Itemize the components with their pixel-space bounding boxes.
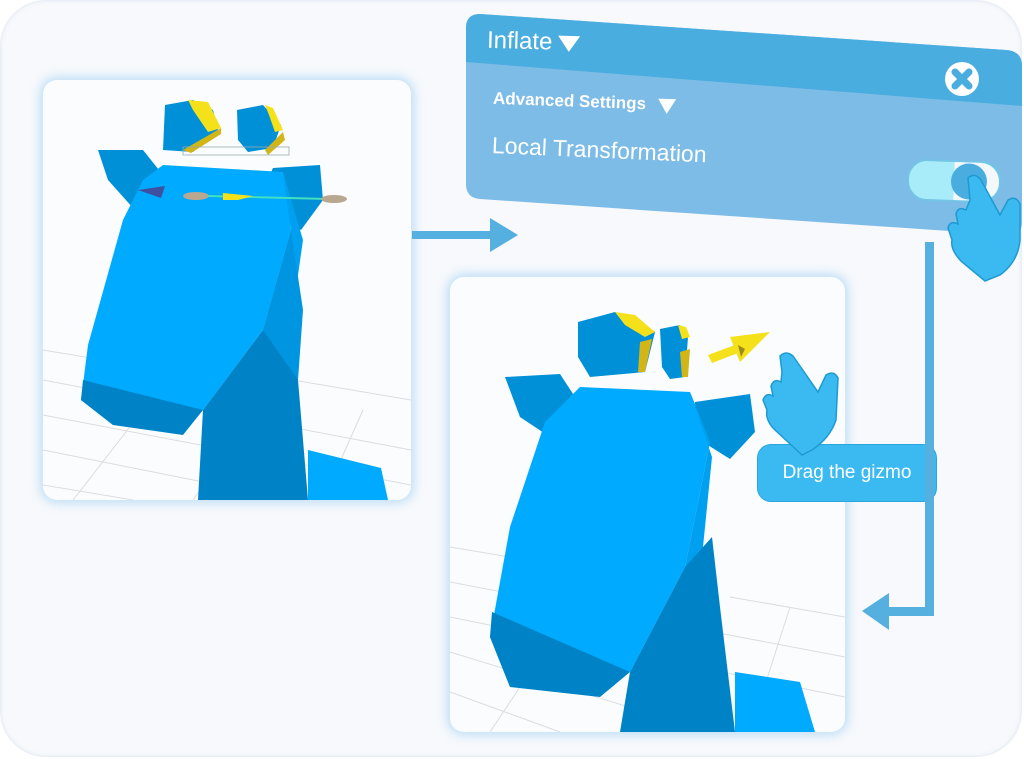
drag-gizmo-tooltip: Drag the gizmo (757, 444, 937, 502)
dropdown-triangle-icon (657, 98, 677, 115)
giraffe-model-before (43, 100, 411, 500)
close-button[interactable] (945, 62, 979, 96)
viewport-after[interactable] (450, 277, 845, 732)
giraffe-model-after (450, 312, 845, 732)
local-transformation-switch[interactable] (906, 158, 1002, 204)
dropdown-triangle-icon (558, 35, 581, 53)
close-x-icon (951, 68, 973, 90)
viewport-before[interactable] (43, 80, 411, 500)
inflate-panel: Inflate Advanced Settings Local Transfor… (466, 14, 1022, 236)
panel-title[interactable]: Inflate (487, 27, 581, 57)
panel-background (466, 14, 1022, 236)
